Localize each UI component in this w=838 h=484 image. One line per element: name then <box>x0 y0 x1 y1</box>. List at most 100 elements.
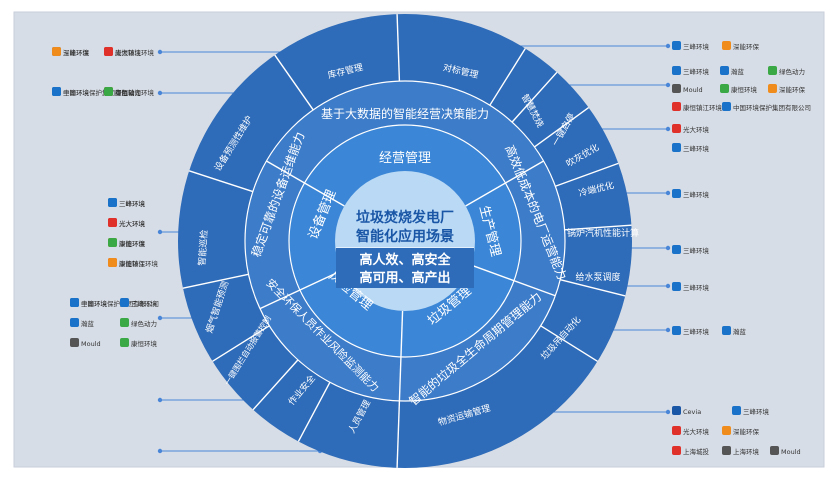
vendor-logo-name: 绿色动力 <box>115 88 141 97</box>
leader-dot <box>665 126 671 132</box>
vendor-logo-mark <box>770 446 779 455</box>
vendor-logo-name: 三峰环境 <box>683 327 710 336</box>
vendor-logo-name: 中国环境保护集团有限公司 <box>733 103 811 112</box>
vendor-logo-name: 三峰环境 <box>63 48 90 57</box>
center-title-line2: 智能化应用场景 <box>355 228 454 245</box>
scenario-divider <box>534 107 590 148</box>
vendor-logo-mark <box>722 41 731 50</box>
vendor-logo: 康恒环境 <box>108 238 146 248</box>
scenario-divider <box>560 279 626 297</box>
vendor-logo-mark <box>722 326 731 335</box>
leader-dot <box>665 283 671 289</box>
vendor-logo: 瀚蓝 <box>722 326 747 336</box>
vendor-logo: Mould <box>70 338 101 348</box>
vendor-logo-mark <box>108 218 117 227</box>
vendor-logo-name: 深能环保 <box>119 259 146 268</box>
center-title-line1: 垃圾焚烧发电厂 <box>356 209 454 226</box>
vendor-logo: 三峰环境 <box>672 282 710 292</box>
vendor-logo: 三峰环境 <box>672 189 710 199</box>
vendor-logo-name: 三峰环境 <box>119 199 146 208</box>
ring-border <box>288 124 522 358</box>
vendor-logo-name: 中国环境保护集团有限公司 <box>63 88 141 97</box>
leader-dot <box>665 409 671 415</box>
scenario-divider <box>489 48 526 106</box>
vendor-logo-name: 三峰环境 <box>683 144 710 153</box>
vendor-logo-mark <box>104 87 113 96</box>
vendor-logo-mark <box>672 84 681 93</box>
vendor-logo: 绿色动力 <box>120 318 157 328</box>
vendor-logo-mark <box>108 198 117 207</box>
vendor-logo-name: 三峰环境 <box>683 67 710 76</box>
scenario-divider <box>396 14 401 82</box>
vendor-logo: 上海环境 <box>722 446 760 456</box>
center-subtitle-line1: 高人效、高安全 <box>359 252 451 268</box>
vendor-logo-name: 康恒镇江环境 <box>119 259 159 268</box>
vendor-logo-name: 康恒环境 <box>119 239 146 248</box>
vendor-logo-mark <box>672 446 681 455</box>
vendor-logo-mark <box>70 338 79 347</box>
vendor-logo-name: 康恒环境 <box>731 85 758 94</box>
vendor-logo-name: 三峰环境 <box>683 283 710 292</box>
vendor-logo: 深能环保 <box>108 258 146 268</box>
vendor-logo-name: 三峰环境 <box>131 299 158 308</box>
vendor-logo: 康恒镇江环境 <box>672 102 723 112</box>
scenario-divider <box>212 325 270 362</box>
scenario-divider <box>511 71 558 123</box>
vendor-logo: 光大环境 <box>672 426 710 436</box>
vendor-logo: 三峰环境 <box>672 41 710 51</box>
vendor-logo: 康恒镇江环境 <box>104 47 155 57</box>
quadrant-divider <box>470 264 556 297</box>
leader-dot <box>157 448 163 454</box>
scenario-divider <box>252 359 299 411</box>
vendor-logo: 绿色动力 <box>768 66 805 76</box>
vendor-logo-mark <box>672 66 681 75</box>
scenario-boiler-perf: 锅炉汽机性能计算 <box>567 227 639 239</box>
vendor-logo: 康恒环境 <box>720 84 758 94</box>
vendor-logo-mark <box>732 406 741 415</box>
vendor-logo-name: 光大环境 <box>683 427 710 436</box>
leader-dot <box>665 82 671 88</box>
capability-top: 基于大数据的智能经营决策能力 <box>321 106 489 121</box>
scenario-divider <box>540 325 598 362</box>
vendor-logo: 光大环境 <box>672 124 710 134</box>
vendor-logo-mark <box>52 47 61 56</box>
vendor-logo-mark <box>104 47 113 56</box>
leader-dot <box>665 327 671 333</box>
quadrant-divider <box>398 310 404 401</box>
vendor-logo-mark <box>672 245 681 254</box>
vendor-logo: 三峰环境 <box>672 326 710 336</box>
vendor-logo: 三峰环境 <box>672 66 710 76</box>
leader-dot <box>665 190 671 196</box>
vendor-logo-name: Mould <box>81 340 101 348</box>
center-subtitle-line2: 高可用、高产出 <box>359 270 450 286</box>
scenario-divider <box>564 224 632 231</box>
scenario-divider <box>396 400 401 468</box>
vendor-logo-mark <box>722 446 731 455</box>
vendor-logo: 深能环保 <box>52 47 90 57</box>
vendor-logo-mark <box>672 282 681 291</box>
scenario-inspection: 智能巡检 <box>196 229 210 266</box>
vendor-logo: 瀚蓝 <box>70 318 95 328</box>
vendor-logo-mark <box>672 426 681 435</box>
vendor-logo-name: 上海环境 <box>733 447 760 456</box>
vendor-logo-mark <box>108 258 117 267</box>
vendor-logo-name: 康恒镇江环境 <box>115 48 155 57</box>
vendor-logo-mark <box>120 298 129 307</box>
vendor-logo-name: 三峰环境 <box>683 246 710 255</box>
vendor-logo: 三峰环境 <box>672 143 710 153</box>
vendor-logo: 光大环境 <box>108 218 146 228</box>
vendor-logos-left: 三峰环境光大环境三峰环境康恒镇江环境三峰环境光大环境深能环保康恒镇江环境中国环境… <box>52 47 159 348</box>
vendor-logo-name: 光大环境 <box>683 125 710 134</box>
vendor-logo-name: 深能环保 <box>733 42 760 51</box>
vendor-logo-name: 绿色动力 <box>131 319 157 328</box>
vendor-logo-name: Mould <box>781 448 801 456</box>
ring-border <box>244 80 566 402</box>
vendor-logo-mark <box>672 41 681 50</box>
vendor-logo-name: 三峰环境 <box>683 190 710 199</box>
vendor-logo-mark <box>720 66 729 75</box>
leader-dot <box>157 229 163 235</box>
scenario-divider <box>274 54 314 111</box>
scenario-divider <box>188 170 254 193</box>
vendor-logo-mark <box>768 66 777 75</box>
vendor-logo-mark <box>108 238 117 247</box>
